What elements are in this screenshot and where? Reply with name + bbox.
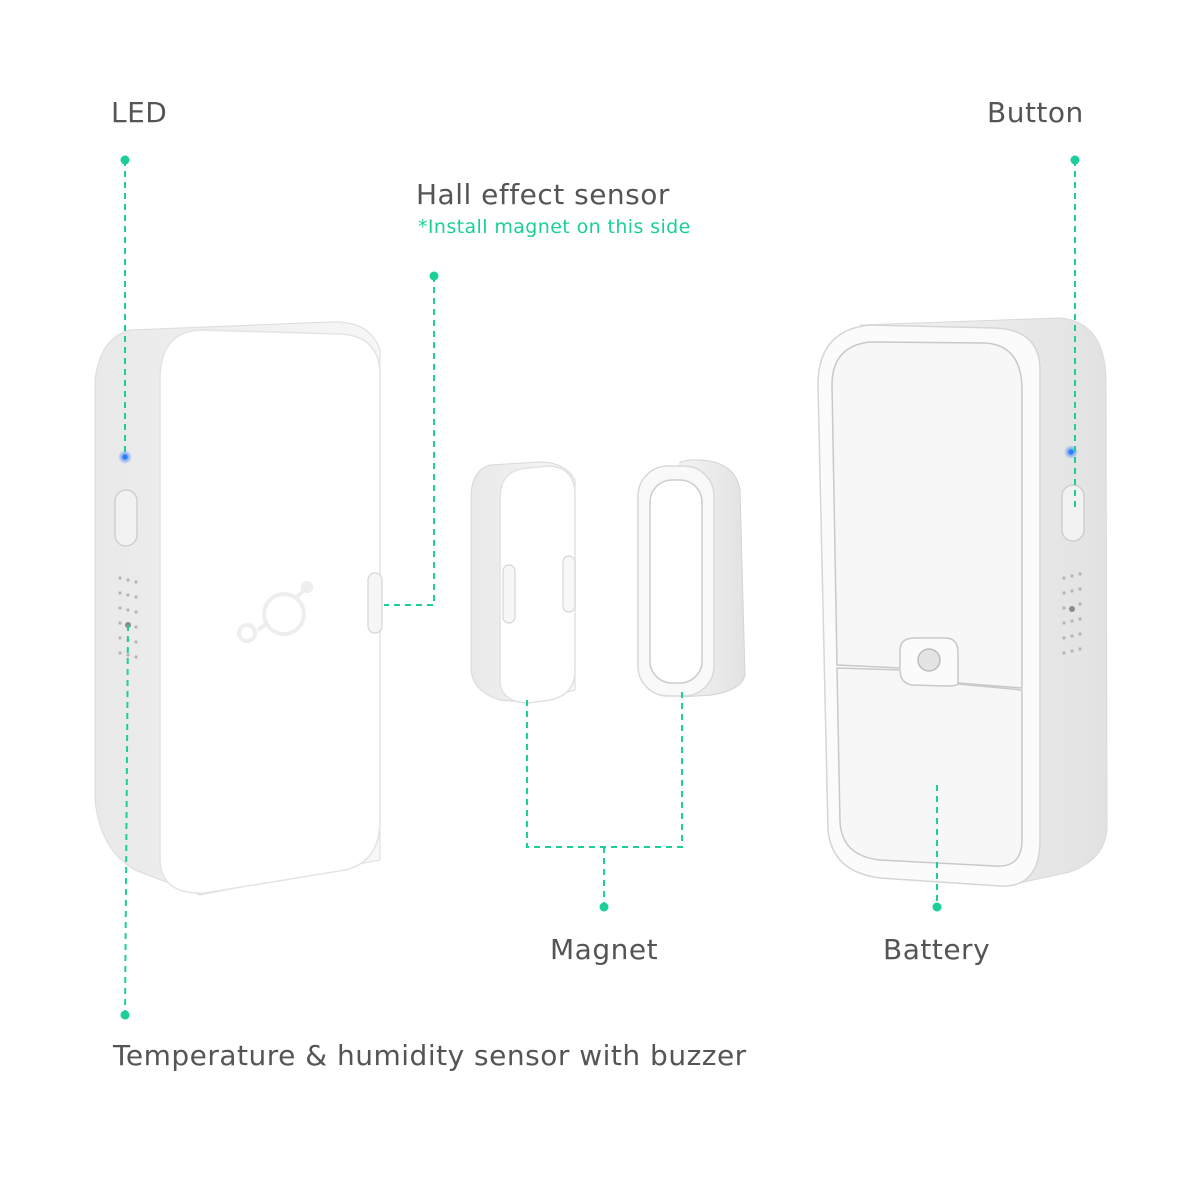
- label-led: LED: [111, 96, 168, 129]
- logo-icon: [237, 581, 313, 643]
- endpoint-hall-sensor: [429, 271, 439, 281]
- leader-magnet: [526, 690, 683, 848]
- endpoint-led: [120, 155, 130, 165]
- main-sensor-back-side: [859, 317, 1108, 886]
- battery-screw-icon: [917, 648, 941, 672]
- battery-cover-lower: [836, 667, 1023, 867]
- buzzer-grille-left: [118, 576, 138, 659]
- led-dot-right: [1068, 449, 1074, 455]
- main-sensor-back: [817, 317, 1108, 887]
- endpoint-battery: [932, 902, 942, 912]
- label-temp-sensor: Temperature & humidity sensor with buzze…: [113, 1039, 747, 1072]
- magnet-back: [637, 459, 746, 698]
- endpoint-temp-sensor: [120, 1010, 130, 1020]
- endpoint-button: [1070, 155, 1080, 165]
- battery-cover-upper: [831, 341, 1023, 689]
- endpoint-magnet: [599, 902, 609, 912]
- magnet-front: [470, 461, 576, 704]
- buzzer-grille-right: [1062, 572, 1082, 655]
- main-sensor-face: [159, 329, 381, 894]
- magnet-left-notch: [502, 564, 516, 624]
- hall-sensor-notch: [367, 572, 383, 634]
- side-button-left: [114, 489, 138, 547]
- side-button-right: [1061, 484, 1085, 542]
- label-magnet: Magnet: [550, 933, 659, 966]
- leader-lines: [124, 160, 1076, 1016]
- leader-endpoints: [120, 155, 1080, 1020]
- magnet-right-notch: [562, 555, 576, 613]
- magnet-front-face: [499, 465, 576, 704]
- leader-hall-sensor: [384, 276, 435, 606]
- main-sensor-front: [94, 321, 383, 896]
- label-hall-note: *Install magnet on this side: [418, 216, 691, 238]
- label-button: Button: [987, 96, 1084, 129]
- led-dot-left: [122, 454, 128, 460]
- label-battery: Battery: [883, 933, 991, 966]
- label-hall-sensor: Hall effect sensor: [416, 178, 670, 211]
- magnet-back-inner: [649, 479, 703, 684]
